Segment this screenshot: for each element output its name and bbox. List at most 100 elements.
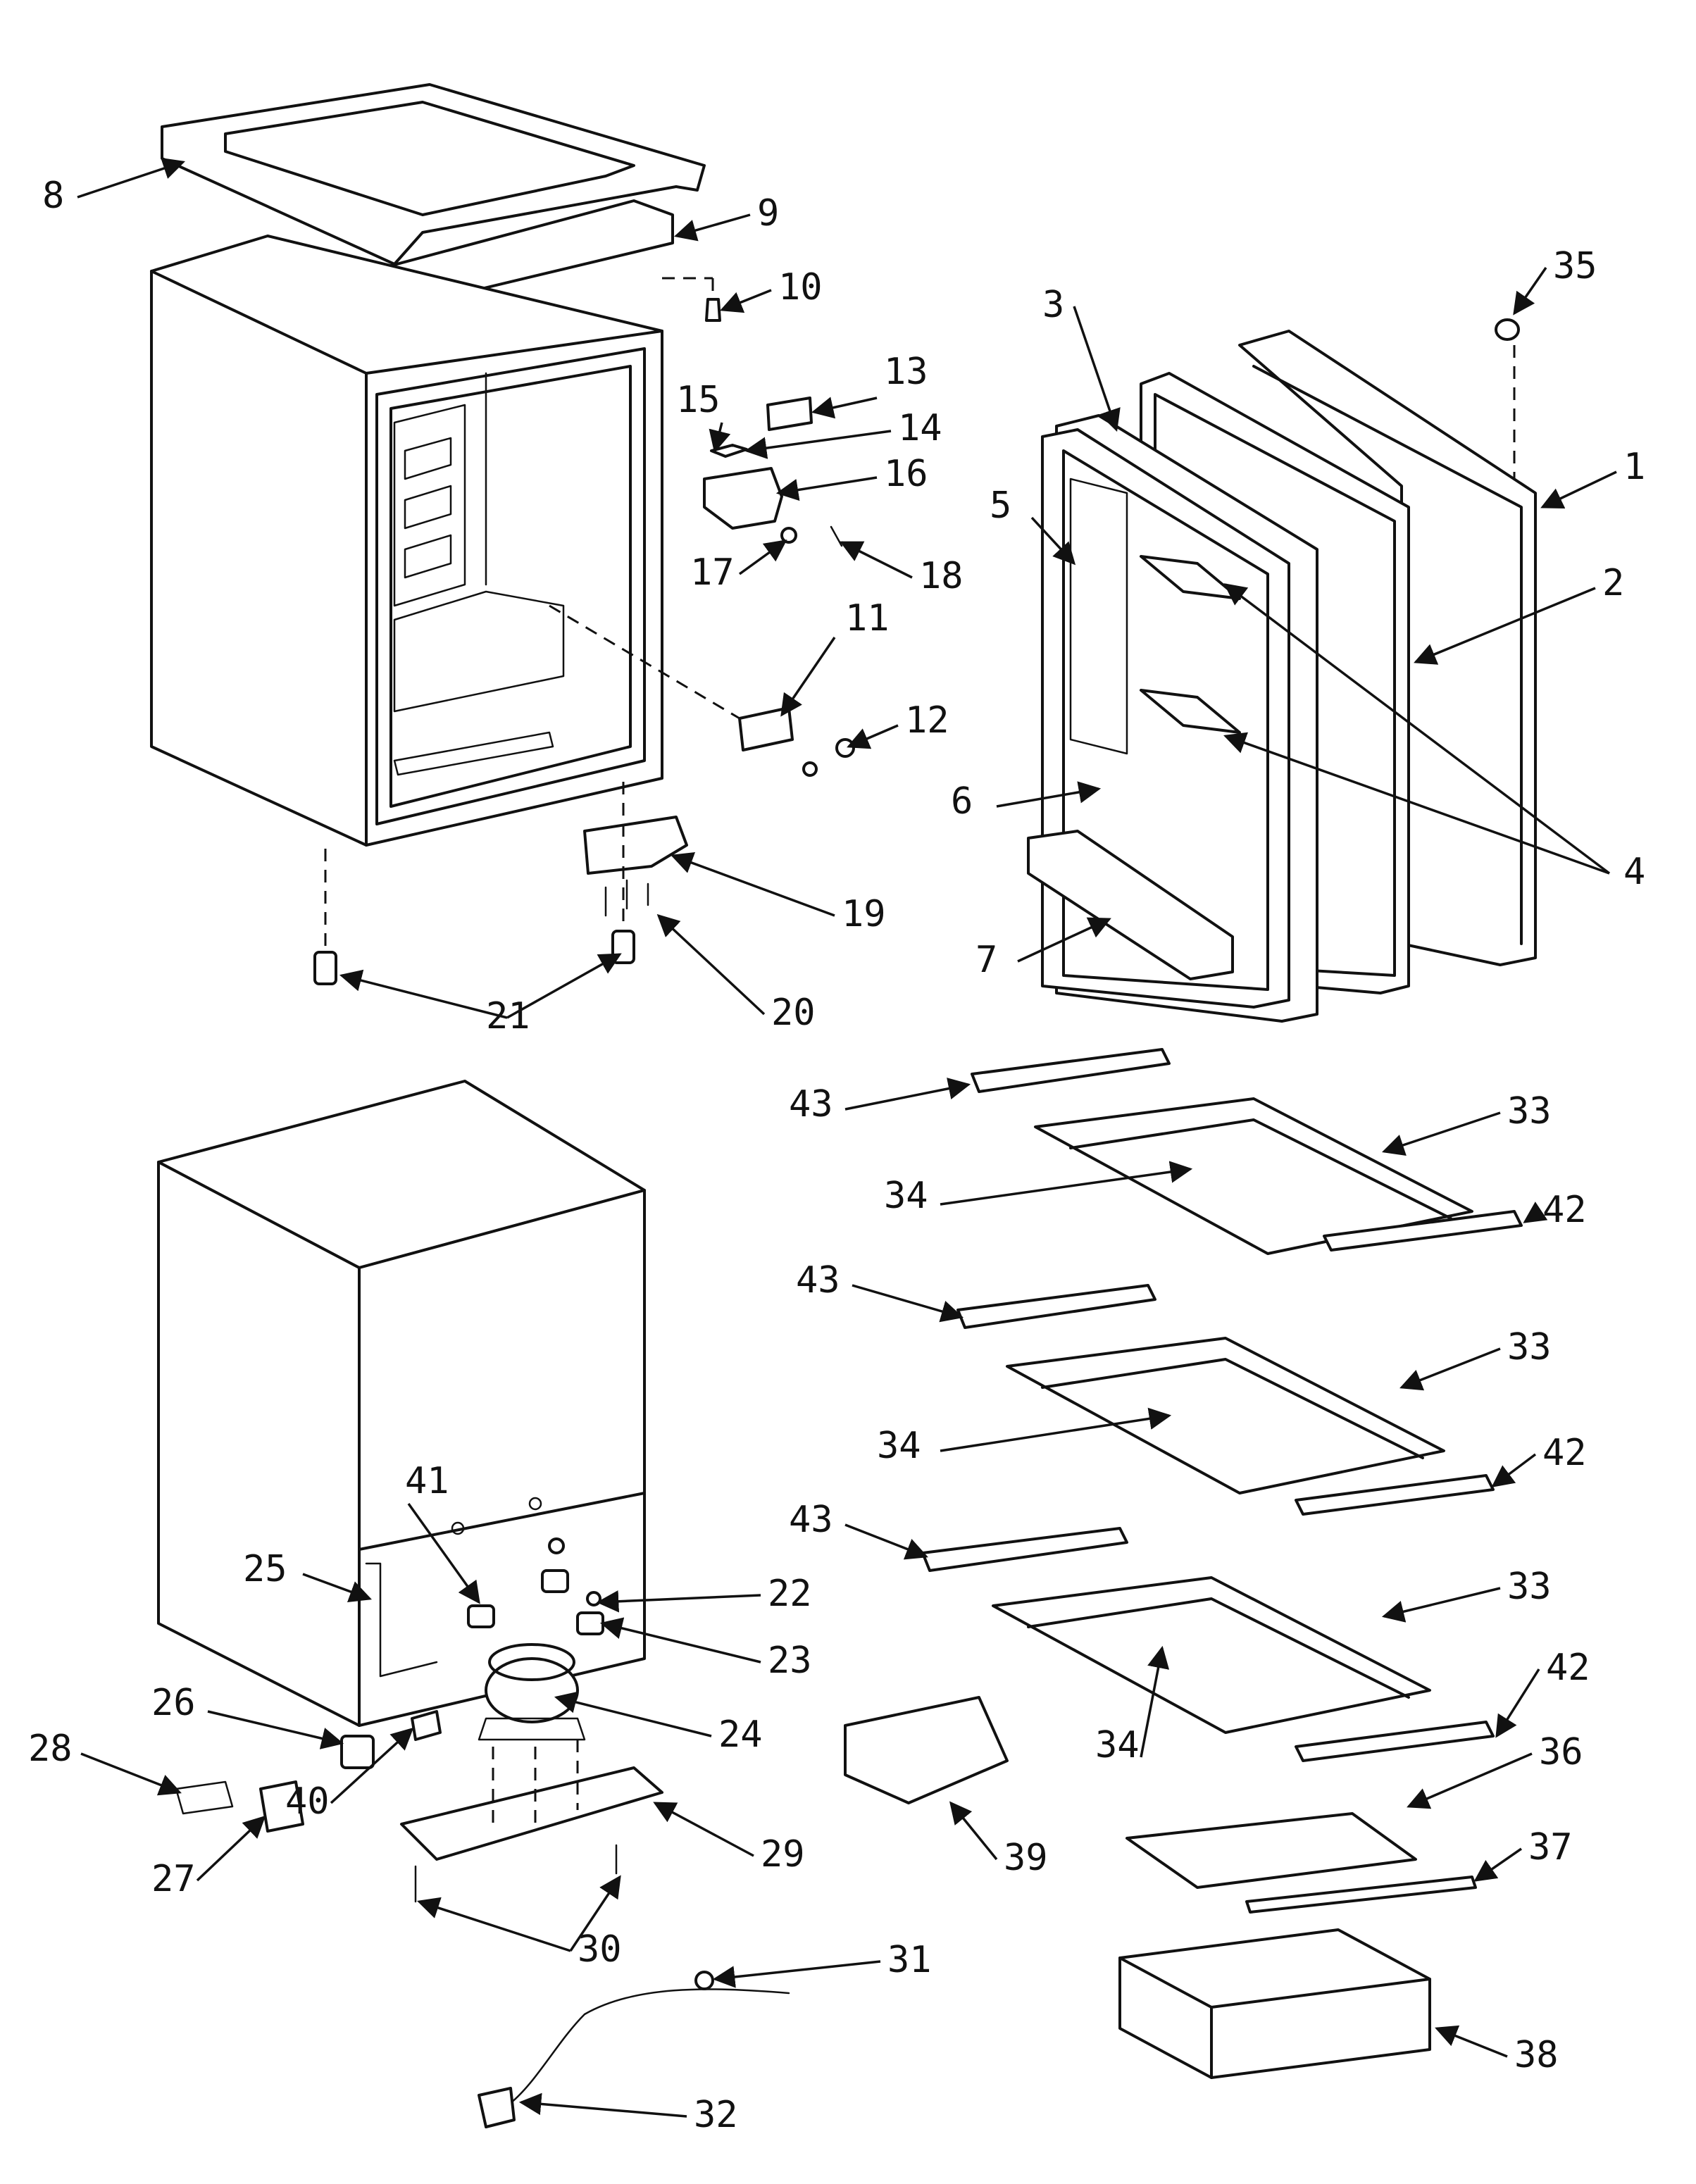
callout-34: 34 — [877, 1425, 921, 1467]
leader-42c — [1495, 1668, 1540, 1738]
leader-33a — [1382, 1111, 1501, 1156]
callout-17: 17 — [690, 551, 735, 594]
leader-12 — [847, 724, 899, 749]
callout-22: 22 — [768, 1573, 812, 1615]
callout-leaders — [77, 158, 1617, 2118]
cabinet-rear-view — [157, 1080, 790, 2128]
callout-12: 12 — [905, 699, 949, 742]
callout-14: 14 — [898, 407, 942, 449]
leader-17 — [738, 539, 787, 575]
leader-26 — [207, 1710, 344, 1749]
leader-34b — [940, 1407, 1172, 1452]
callout-5: 5 — [990, 485, 1011, 527]
callout-37: 37 — [1528, 1826, 1573, 1868]
callout-11: 11 — [845, 597, 890, 639]
leader-13 — [811, 397, 878, 419]
leader-33b — [1399, 1347, 1501, 1391]
leader-30b — [569, 1875, 621, 1952]
callout-10: 10 — [778, 266, 823, 308]
callout-29: 29 — [761, 1833, 805, 1876]
callout-3: 3 — [1042, 284, 1064, 326]
leader-42a — [1523, 1202, 1548, 1223]
callout-1: 1 — [1623, 446, 1645, 488]
callout-21: 21 — [486, 995, 530, 1037]
leader-6 — [996, 781, 1102, 808]
hinge-hardware-upper — [313, 277, 1520, 985]
leader-24 — [554, 1691, 712, 1737]
callout-38: 38 — [1514, 2034, 1559, 2076]
door-assembly — [1027, 330, 1537, 1023]
leader-16 — [775, 476, 878, 501]
leader-4 — [1223, 583, 1611, 875]
callout-35: 35 — [1553, 245, 1597, 287]
leader-34c — [1140, 1645, 1170, 1758]
leader-43a — [844, 1078, 971, 1111]
callout-34: 34 — [884, 1175, 928, 1217]
callout-33: 33 — [1507, 1566, 1552, 1608]
leader-32 — [518, 2092, 687, 2118]
callout-34: 34 — [1095, 1724, 1140, 1766]
leader-2 — [1414, 587, 1596, 665]
leader-3 — [1073, 306, 1121, 432]
leader-33c — [1381, 1587, 1501, 1623]
leader-36 — [1407, 1752, 1533, 1809]
leader-37 — [1473, 1847, 1522, 1882]
callout-27: 27 — [151, 1858, 196, 1900]
callout-43: 43 — [789, 1499, 833, 1541]
callout-4: 4 — [1623, 851, 1645, 893]
callout-23: 23 — [768, 1640, 812, 1682]
callout-24: 24 — [718, 1714, 763, 1756]
leader-35 — [1513, 267, 1547, 316]
callout-41: 41 — [405, 1460, 449, 1502]
callout-7: 7 — [975, 939, 997, 981]
leader-9 — [673, 213, 751, 242]
leader-30 — [417, 1897, 571, 1952]
callout-9: 9 — [757, 192, 779, 235]
callout-32: 32 — [694, 2094, 738, 2136]
callout-40: 40 — [285, 1780, 330, 1823]
leader-31 — [712, 1960, 881, 1988]
leader-39 — [949, 1801, 998, 1861]
leader-43b — [852, 1284, 964, 1323]
callout-33: 33 — [1507, 1090, 1552, 1132]
leader-22 — [596, 1590, 761, 1613]
leader-34a — [940, 1161, 1193, 1206]
leader-20 — [656, 913, 766, 1016]
callout-16: 16 — [884, 453, 928, 495]
callout-42: 42 — [1542, 1432, 1587, 1474]
callout-42: 42 — [1542, 1189, 1587, 1231]
callout-43: 43 — [796, 1259, 840, 1302]
leader-28 — [80, 1752, 182, 1796]
leader-29 — [653, 1802, 754, 1857]
leader-18 — [840, 541, 913, 579]
leader-10 — [720, 289, 772, 313]
leader-11 — [780, 637, 836, 717]
callout-15: 15 — [676, 379, 721, 421]
leader-5 — [1030, 516, 1076, 566]
leader-42b — [1491, 1453, 1537, 1487]
callout-31: 31 — [887, 1939, 932, 1981]
callout-36: 36 — [1539, 1731, 1583, 1773]
leader-21b — [506, 953, 622, 1019]
leader-15 — [709, 422, 731, 454]
leader-43c — [844, 1523, 928, 1560]
callout-30: 30 — [578, 1928, 622, 1971]
leader-27 — [196, 1815, 266, 1882]
leader-8 — [77, 158, 185, 199]
leader-19 — [671, 852, 835, 917]
leader-21 — [339, 969, 508, 1019]
callout-43: 43 — [789, 1083, 833, 1125]
cabinet-front-view — [150, 83, 706, 847]
callout-8: 8 — [42, 175, 64, 217]
callout-39: 39 — [1004, 1837, 1048, 1879]
callout-25: 25 — [243, 1548, 287, 1590]
leader-7 — [1017, 917, 1111, 963]
leader-25 — [302, 1573, 372, 1602]
callout-42: 42 — [1546, 1647, 1590, 1689]
callout-13: 13 — [884, 351, 928, 393]
callout-33: 33 — [1507, 1326, 1552, 1368]
callout-2: 2 — [1602, 562, 1624, 604]
leader-40 — [330, 1727, 414, 1804]
